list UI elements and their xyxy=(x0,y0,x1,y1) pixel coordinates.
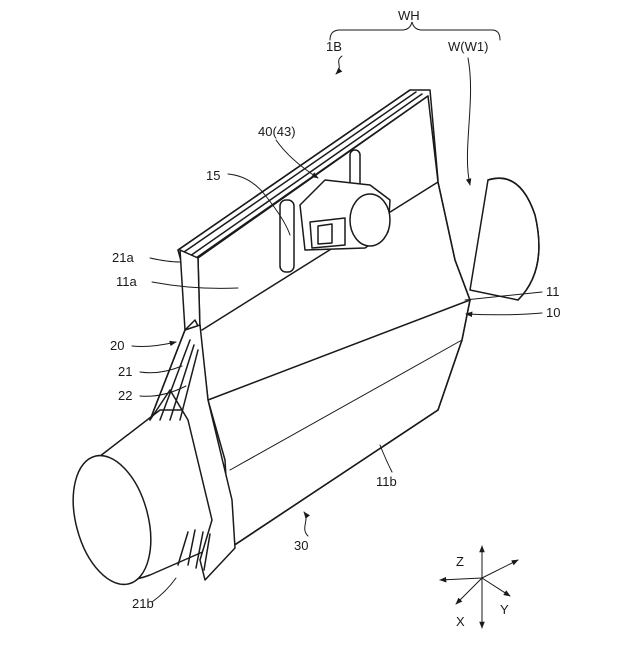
label-1b: 1B xyxy=(326,39,342,54)
label-22: 22 xyxy=(118,388,132,403)
label-11a: 11a xyxy=(116,274,137,289)
label-21a: 21a xyxy=(112,250,134,265)
label-40-43: 40(43) xyxy=(258,124,296,139)
axis-label-z: Z xyxy=(456,554,464,569)
coordinate-axes: Z X Y xyxy=(440,546,518,629)
label-wh: WH xyxy=(398,8,420,23)
label-21: 21 xyxy=(118,364,132,379)
axis-label-y: Y xyxy=(500,602,509,617)
label-15: 15 xyxy=(206,168,220,183)
label-w-w1: W(W1) xyxy=(448,39,488,54)
label-20: 20 xyxy=(110,338,124,353)
axis-label-x: X xyxy=(456,614,465,629)
pin-15 xyxy=(280,200,294,272)
label-30: 30 xyxy=(294,538,308,553)
label-11b: 11b xyxy=(376,474,397,489)
label-21b: 21b xyxy=(132,596,154,611)
protector-body xyxy=(198,96,470,548)
label-11: 11 xyxy=(546,284,560,299)
label-10: 10 xyxy=(546,305,560,320)
